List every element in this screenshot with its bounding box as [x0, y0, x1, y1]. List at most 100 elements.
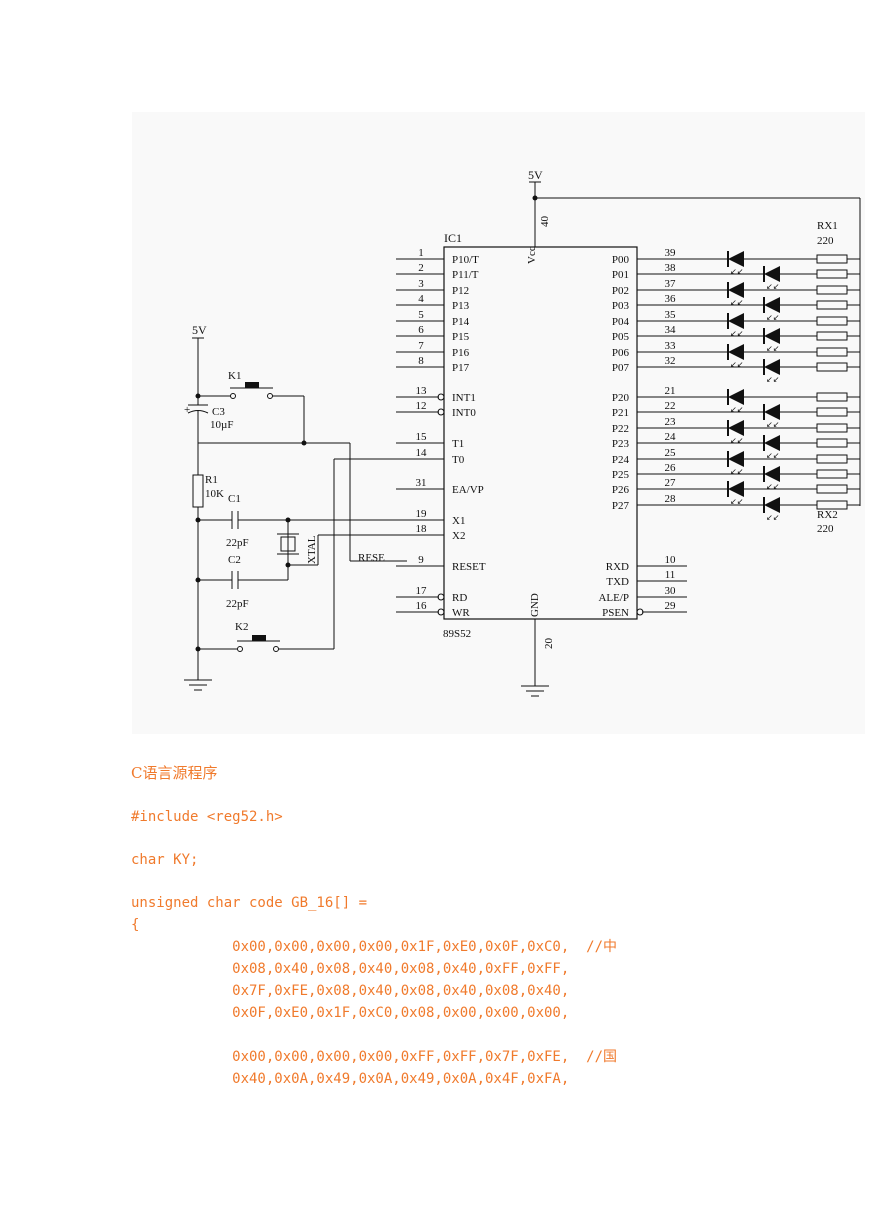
- ic-part-label: 89S52: [443, 628, 471, 640]
- pin-name: RD: [452, 592, 467, 604]
- pin-name: P12: [452, 285, 469, 297]
- led-emission-icon: ↙↙: [730, 497, 743, 506]
- led-icon: [728, 282, 744, 298]
- led-emission-icon: ↙↙: [766, 451, 779, 460]
- supply-left-label: 5V: [192, 323, 207, 337]
- pin-number: 14: [416, 447, 428, 459]
- pin-name: P15: [452, 331, 470, 343]
- pin-name: ALE/P: [598, 592, 629, 604]
- pin-number: 37: [665, 278, 677, 290]
- pin-number: 38: [665, 262, 677, 274]
- pin-number: 11: [665, 569, 676, 581]
- pin-number: 5: [418, 309, 424, 321]
- led-emission-icon: ↙↙: [730, 329, 743, 338]
- pin-name: P05: [612, 331, 630, 343]
- pin-number: 29: [665, 600, 677, 612]
- pin-number: 39: [665, 247, 677, 259]
- pin-name: P03: [612, 300, 630, 312]
- pin-number: 31: [416, 477, 427, 489]
- led-icon: [764, 359, 780, 375]
- array-definition: unsigned char code GB_16[] = { 0x00,0x00…: [131, 895, 618, 1087]
- pin-name: P02: [612, 285, 629, 297]
- pin-name: P11/T: [452, 269, 479, 281]
- c2-value: 22pF: [226, 598, 249, 610]
- pin-name: T0: [452, 454, 465, 466]
- led-emission-icon: ↙↙: [730, 405, 743, 414]
- c2-label: C2: [228, 554, 241, 566]
- pin-number: 26: [665, 462, 677, 474]
- declaration-line: char KY;: [131, 852, 199, 868]
- pin-number: 33: [665, 340, 677, 352]
- led-icon: [728, 451, 744, 467]
- pin-name: P10/T: [452, 254, 479, 266]
- led-emission-icon: ↙↙: [766, 344, 779, 353]
- pin-name: P00: [612, 254, 630, 266]
- include-line: #include <reg52.h>: [131, 809, 283, 825]
- pin-name: X1: [452, 515, 465, 527]
- svg-text:+: +: [184, 404, 190, 416]
- circuit-schematic: IC1 89S52 Vcc GND 5V 40 20 RX1 220 RX2 2…: [132, 112, 865, 734]
- pin-name: P01: [612, 269, 629, 281]
- pin-number: 22: [665, 400, 676, 412]
- pin-name: T1: [452, 438, 464, 450]
- pin-number: 18: [416, 523, 428, 535]
- led-emission-icon: ↙↙: [766, 482, 779, 491]
- xtal-label: XTAL: [306, 535, 318, 564]
- led-icon: [728, 251, 744, 267]
- pin-name: P07: [612, 362, 630, 374]
- pin-name: P06: [612, 347, 630, 359]
- pin-name: INT1: [452, 392, 476, 404]
- pin-name: X2: [452, 530, 465, 542]
- led-emission-icon: ↙↙: [766, 420, 779, 429]
- led-emission-icon: ↙↙: [730, 360, 743, 369]
- pin-number: 4: [418, 293, 424, 305]
- led-emission-icon: ↙↙: [730, 467, 743, 476]
- pin-number: 8: [418, 355, 424, 367]
- pin-number: 27: [665, 477, 677, 489]
- pin-number: 15: [416, 431, 428, 443]
- pin-number: 19: [416, 508, 428, 520]
- k1-label: K1: [228, 370, 241, 382]
- led-emission-icon: ↙↙: [766, 313, 779, 322]
- led-icon: [728, 481, 744, 497]
- pin-name: TXD: [606, 576, 629, 588]
- led-emission-icon: ↙↙: [766, 375, 779, 384]
- led-icon: [728, 313, 744, 329]
- pin-name: P23: [612, 438, 630, 450]
- rese-label: RESE: [358, 552, 385, 564]
- pin-name: EA/VP: [452, 484, 484, 496]
- led-emission-icon: ↙↙: [766, 282, 779, 291]
- pin-name: P22: [612, 423, 629, 435]
- k2-label: K2: [235, 621, 248, 633]
- pin-name: P24: [612, 454, 630, 466]
- pin-name: P21: [612, 407, 629, 419]
- led-icon: [764, 404, 780, 420]
- ground-symbol-ic: [521, 685, 549, 697]
- pin-name: P13: [452, 300, 470, 312]
- pin-number: 25: [665, 447, 677, 459]
- led-emission-icon: ↙↙: [730, 436, 743, 445]
- pin-name: P14: [452, 316, 470, 328]
- vcc-label: Vcc: [526, 246, 538, 264]
- led-icon: [728, 420, 744, 436]
- pin-number: 7: [418, 340, 424, 352]
- pin-name: RXD: [606, 561, 629, 573]
- pin-name: P17: [452, 362, 470, 374]
- pin-number: 9: [418, 554, 424, 566]
- gnd-label: GND: [529, 593, 541, 617]
- pin-number: 28: [665, 493, 677, 505]
- pin-name: P25: [612, 469, 630, 481]
- led-icon: [764, 297, 780, 313]
- pin-name: INT0: [452, 407, 476, 419]
- pin-name: PSEN: [602, 607, 629, 619]
- rx1-value: 220: [817, 235, 834, 247]
- pin-name: P16: [452, 347, 470, 359]
- pin-number: 30: [665, 585, 677, 597]
- led-icon: [764, 466, 780, 482]
- pin-number: 35: [665, 309, 677, 321]
- led-emission-icon: ↙↙: [730, 267, 743, 276]
- rx2-label: RX2: [817, 509, 838, 521]
- pin-number: 2: [418, 262, 424, 274]
- pin-number: 3: [418, 278, 424, 290]
- vcc-pin-number: 40: [539, 216, 551, 228]
